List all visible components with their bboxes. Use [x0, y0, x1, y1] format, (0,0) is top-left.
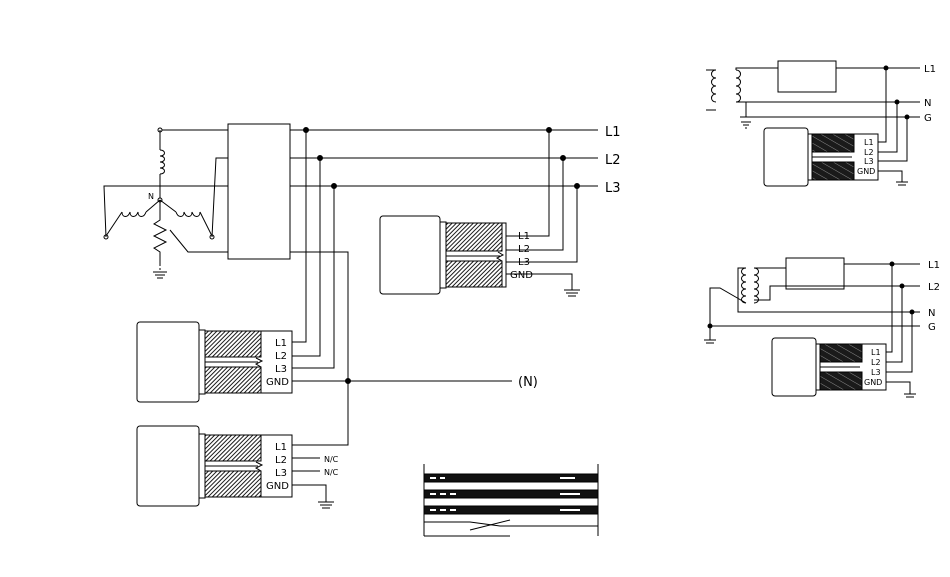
device-a-l3: L3	[518, 257, 530, 268]
br-line-g: G	[928, 322, 936, 333]
br-line-n: N	[928, 308, 935, 319]
device-2-gnd: GND	[266, 481, 289, 492]
bottom-right-diagram	[704, 258, 920, 397]
br-term-l1: L1	[871, 348, 881, 357]
br-line-l1: L1	[928, 260, 940, 271]
cable-section	[424, 464, 598, 536]
device-a-gnd: GND	[510, 270, 533, 281]
device-2-l2: L2	[275, 455, 287, 466]
device-1-l3: L3	[275, 364, 287, 375]
line-label-l3: L3	[605, 181, 621, 196]
tr-line-n: N	[924, 98, 931, 109]
br-term-l3: L3	[871, 368, 881, 377]
device-1-l1: L1	[275, 338, 287, 349]
device-1	[137, 322, 292, 402]
device-1-gnd: GND	[266, 377, 289, 388]
tr-term-l2: L2	[864, 148, 874, 157]
br-line-l2: L2	[928, 282, 940, 293]
neutral-tag: (N)	[518, 375, 538, 390]
device-a	[380, 216, 506, 294]
tr-term-l1: L1	[864, 138, 874, 147]
wye-source	[104, 128, 228, 278]
device-2-nc-2: N/C	[324, 468, 339, 477]
br-term-l2: L2	[871, 358, 881, 367]
line-label-l2: L2	[605, 153, 621, 168]
device-a-l1: L1	[518, 231, 530, 242]
tr-line-l1: L1	[924, 64, 936, 75]
top-right-diagram	[706, 61, 920, 186]
device-2-l3: L3	[275, 468, 287, 479]
tr-term-gnd: GND	[857, 167, 875, 176]
br-term-gnd: GND	[864, 378, 882, 387]
device-1-l2: L2	[275, 351, 287, 362]
device-a-l2: L2	[518, 244, 530, 255]
tr-term-l3: L3	[864, 157, 874, 166]
device-2-nc-1: N/C	[324, 455, 339, 464]
device-2	[137, 426, 292, 506]
panel-box	[228, 124, 290, 259]
line-label-l1: L1	[605, 125, 621, 140]
neutral-node-label: N	[148, 192, 154, 201]
device-2-l1: L1	[275, 442, 287, 453]
tr-line-g: G	[924, 113, 932, 124]
